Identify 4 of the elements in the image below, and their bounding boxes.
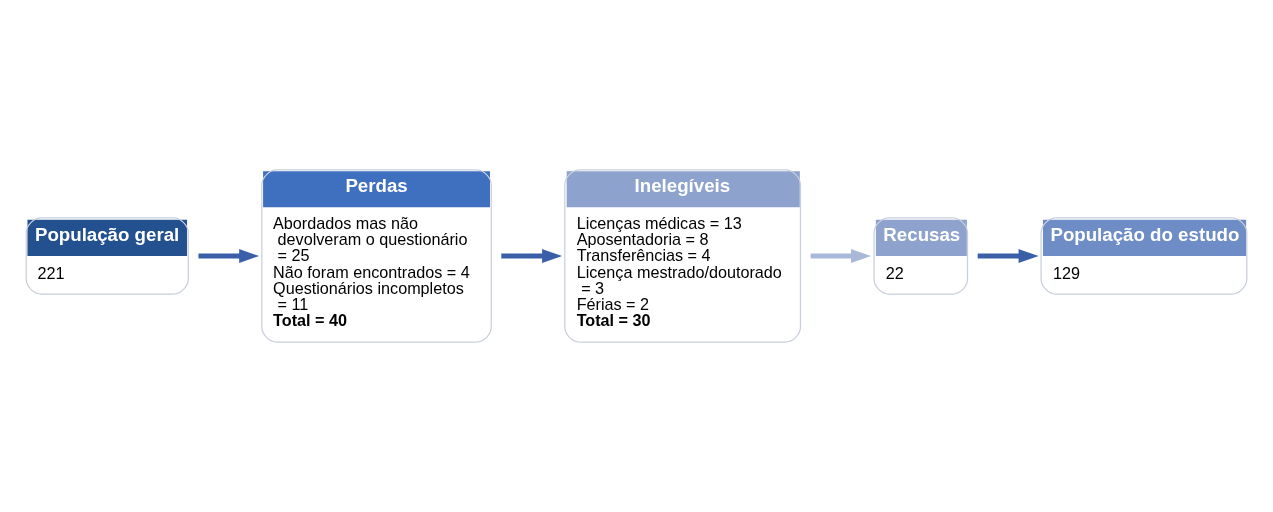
arrow [977,249,1039,263]
arrow [501,249,563,263]
arrow [198,249,260,263]
arrow [810,249,872,263]
